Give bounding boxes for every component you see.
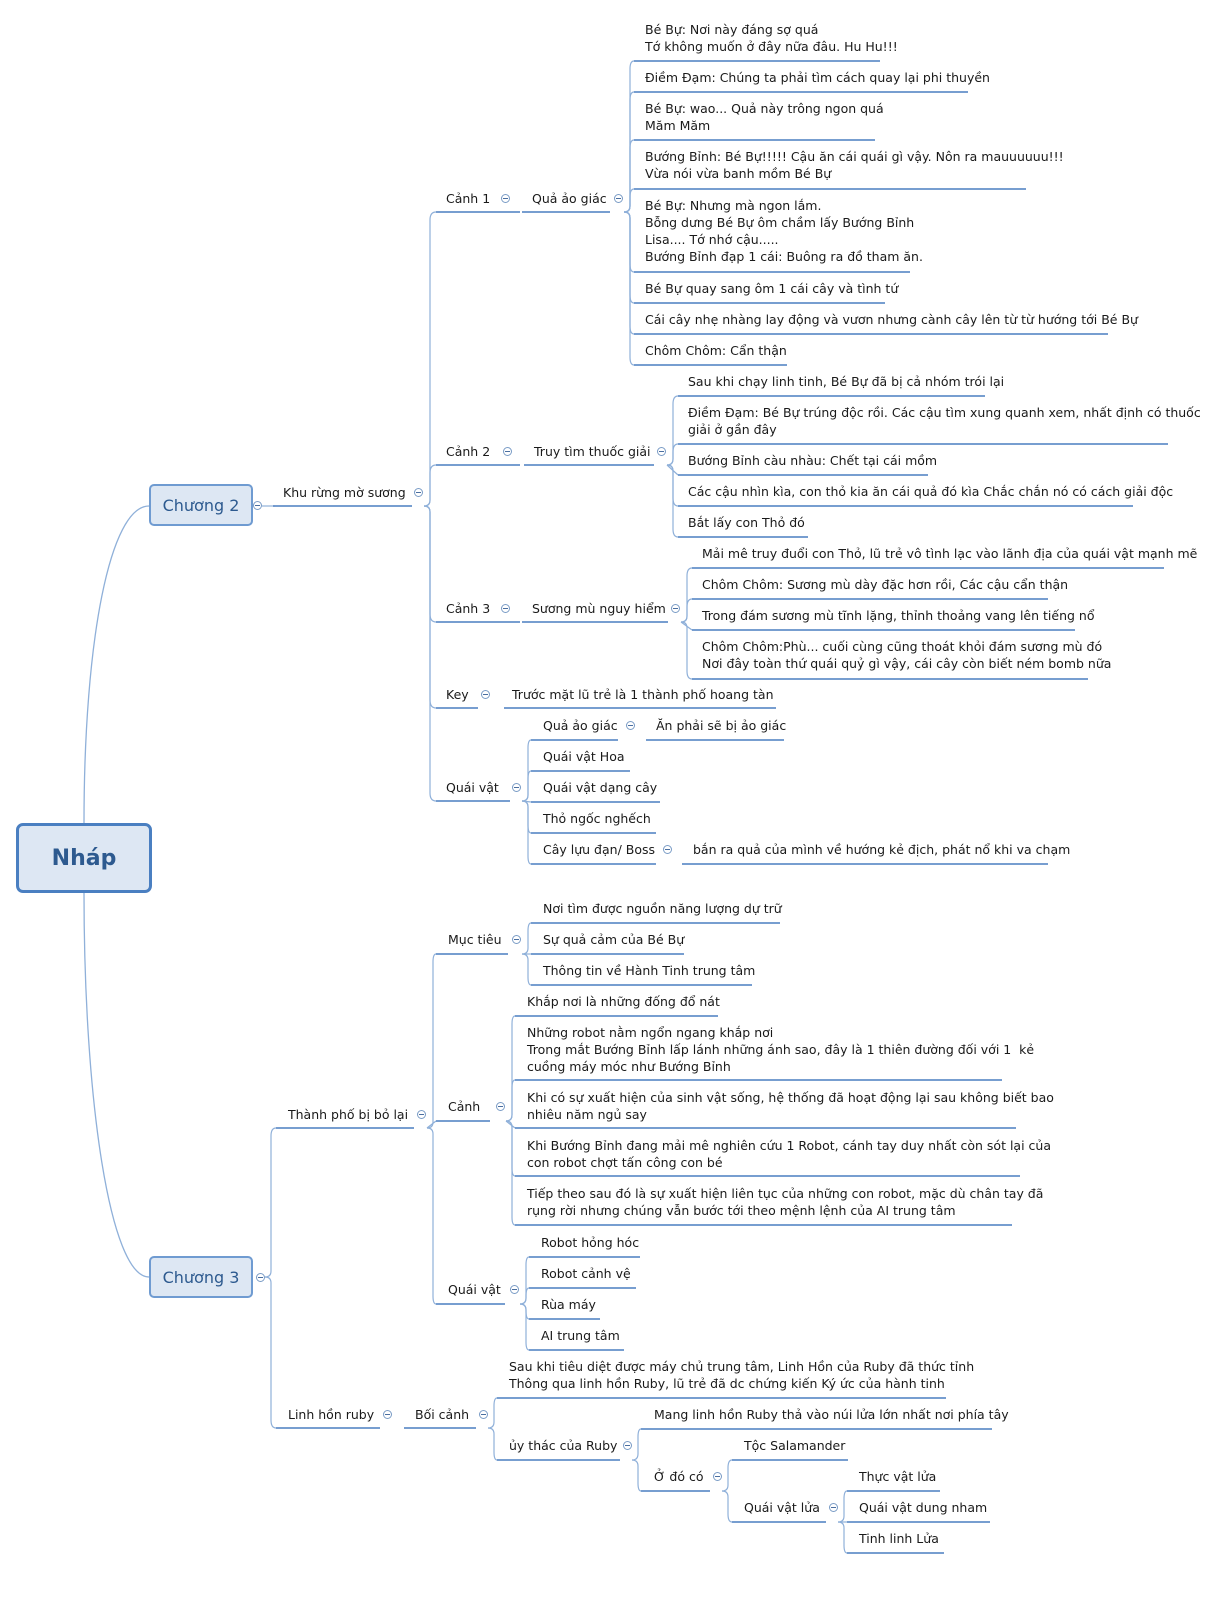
collapse-icon[interactable] xyxy=(512,783,521,792)
monster-item[interactable]: Cây lựu đạn/ Boss xyxy=(543,842,655,857)
collapse-icon[interactable] xyxy=(829,1503,838,1512)
monster-item[interactable]: Thỏ ngốc nghếch xyxy=(543,811,651,826)
scene-2-item[interactable]: Điềm Đạm: Bé Bự trúng độc rồi. Các cậu t… xyxy=(688,405,1201,437)
scene-2-item[interactable]: Bướng Bỉnh càu nhàu: Chết tại cái mồm xyxy=(688,453,938,468)
scene-2-item[interactable]: Các cậu nhìn kìa, con thỏ kia ăn cái quả… xyxy=(688,484,1174,499)
collapse-icon[interactable] xyxy=(713,1472,722,1481)
key-label[interactable]: Key xyxy=(446,687,469,702)
collapse-icon[interactable] xyxy=(657,447,666,456)
monsters-label[interactable]: Quái vật xyxy=(446,780,499,795)
scene-1-label[interactable]: Cảnh 1 xyxy=(446,191,491,206)
collapse-icon[interactable] xyxy=(414,488,423,497)
goal-item[interactable]: Nơi tìm được nguồn năng lượng dự trữ xyxy=(543,901,782,916)
ruby-fire[interactable]: Quái vật lửa xyxy=(744,1500,820,1515)
fire-item[interactable]: Quái vật dung nham xyxy=(859,1500,988,1515)
collapse-icon[interactable] xyxy=(501,604,510,613)
collapse-icon[interactable] xyxy=(614,194,623,203)
goal-item[interactable]: Thông tin về Hành Tinh trung tâm xyxy=(543,963,756,978)
ruby-carry[interactable]: Mang linh hồn Ruby thả vào núi lửa lớn n… xyxy=(654,1407,1009,1422)
monster-item[interactable]: Quái vật dạng cây xyxy=(543,780,658,795)
collapse-icon[interactable] xyxy=(663,845,672,854)
scene-2-label[interactable]: Cảnh 2 xyxy=(446,444,491,459)
scene-2-item[interactable]: Sau khi chạy linh tinh, Bé Bự đã bị cả n… xyxy=(688,374,1005,389)
topic-thanh-pho[interactable]: Thành phố bị bỏ lại xyxy=(288,1107,409,1122)
scene-3-label[interactable]: Cảnh 3 xyxy=(446,601,491,616)
city-scene-item[interactable]: Những robot nằm ngổn ngang khắp nơi Tron… xyxy=(527,1025,1035,1074)
scene-3-item[interactable]: Mải mê truy đuổi con Thỏ, lũ trẻ vô tình… xyxy=(702,546,1198,561)
goal-label[interactable]: Mục tiêu xyxy=(448,932,502,947)
scene-1-item[interactable]: Bé Bự: wao... Quả này trông ngon quá Măm… xyxy=(645,101,884,133)
goal-item[interactable]: Sự quả cảm của Bé Bự xyxy=(543,932,685,947)
ruby-context-label[interactable]: Bối cảnh xyxy=(415,1407,470,1422)
root-node[interactable]: Nháp xyxy=(16,823,152,893)
monster-item[interactable]: Quả ảo giác xyxy=(543,718,618,733)
scene-1-item[interactable]: Cái cây nhẹ nhàng lay động và vươn nhưng… xyxy=(645,312,1138,327)
ruby-trust[interactable]: ủy thác của Ruby xyxy=(509,1438,618,1453)
collapse-icon[interactable] xyxy=(623,1441,632,1450)
collapse-icon[interactable] xyxy=(383,1410,392,1419)
scene-label[interactable]: Cảnh xyxy=(448,1099,481,1114)
fire-item[interactable]: Tinh linh Lửa xyxy=(859,1531,939,1546)
collapse-icon[interactable] xyxy=(481,690,490,699)
collapse-icon[interactable] xyxy=(253,501,262,510)
city-scene-item[interactable]: Khi có sự xuất hiện của sinh vật sống, h… xyxy=(527,1090,1054,1122)
city-monster-item[interactable]: AI trung tâm xyxy=(541,1328,620,1343)
collapse-icon[interactable] xyxy=(417,1110,426,1119)
scene-2-item[interactable]: Bắt lấy con Thỏ đó xyxy=(688,515,805,530)
city-monster-item[interactable]: Robot cảnh vệ xyxy=(541,1266,631,1281)
scene-1-item[interactable]: Điềm Đạm: Chúng ta phải tìm cách quay lạ… xyxy=(645,70,990,85)
monster-note[interactable]: Ăn phải sẽ bị ảo giác xyxy=(656,718,787,733)
collapse-icon[interactable] xyxy=(503,447,512,456)
scene-1-item[interactable]: Bé Bự: Nơi này đáng sợ quá Tớ không muốn… xyxy=(645,22,898,54)
city-scene-item[interactable]: Khắp nơi là những đống đổ nát xyxy=(527,994,720,1009)
scene-1-item[interactable]: Bé Bự quay sang ôm 1 cái cây và tình tứ xyxy=(645,281,899,296)
scene-3-topic[interactable]: Sương mù nguy hiểm xyxy=(532,601,666,616)
topic-khu-rung[interactable]: Khu rừng mờ sương xyxy=(283,485,406,500)
collapse-icon[interactable] xyxy=(626,721,635,730)
scene-1-item[interactable]: Bé Bự: Nhưng mà ngon lắm. Bỗng dưng Bé B… xyxy=(645,198,923,264)
collapse-icon[interactable] xyxy=(496,1102,505,1111)
collapse-icon[interactable] xyxy=(256,1273,265,1282)
scene-1-item[interactable]: Chôm Chôm: Cẩn thận xyxy=(645,343,787,358)
scene-1-topic[interactable]: Quả ảo giác xyxy=(532,191,607,206)
collapse-icon[interactable] xyxy=(479,1410,488,1419)
collapse-icon[interactable] xyxy=(671,604,680,613)
ruby-tribe[interactable]: Tộc Salamander xyxy=(744,1438,846,1453)
city-monster-item[interactable]: Rùa máy xyxy=(541,1297,596,1312)
chapter-2-node[interactable]: Chương 2 xyxy=(149,484,253,526)
city-monster-item[interactable]: Robot hỏng hóc xyxy=(541,1235,640,1250)
collapse-icon[interactable] xyxy=(510,1285,519,1294)
monster-item[interactable]: Quái vật Hoa xyxy=(543,749,625,764)
ruby-there[interactable]: Ở đó có xyxy=(654,1469,704,1484)
city-scene-item[interactable]: Tiếp theo sau đó là sự xuất hiện liên tụ… xyxy=(527,1186,1044,1218)
scene-1-item[interactable]: Bướng Bỉnh: Bé Bự!!!!! Cậu ăn cái quái g… xyxy=(645,149,1064,181)
key-text[interactable]: Trước mặt lũ trẻ là 1 thành phố hoang tà… xyxy=(512,687,774,702)
scene-3-item[interactable]: Chôm Chôm:Phù... cuối cùng cũng thoát kh… xyxy=(702,639,1112,671)
city-scene-item[interactable]: Khi Bướng Bỉnh đang mải mê nghiên cứu 1 … xyxy=(527,1138,1051,1170)
chapter-3-node[interactable]: Chương 3 xyxy=(149,1256,253,1298)
scene-2-topic[interactable]: Truy tìm thuốc giải xyxy=(534,444,651,459)
scene-3-item[interactable]: Chôm Chôm: Sương mù dày đặc hơn rồi, Các… xyxy=(702,577,1069,592)
ruby-intro[interactable]: Sau khi tiêu diệt được máy chủ trung tâm… xyxy=(509,1359,975,1391)
collapse-icon[interactable] xyxy=(501,194,510,203)
topic-linh-hon-ruby[interactable]: Linh hồn ruby xyxy=(288,1407,375,1422)
collapse-icon[interactable] xyxy=(512,935,521,944)
scene-3-item[interactable]: Trong đám sương mù tĩnh lặng, thỉnh thoả… xyxy=(702,608,1095,623)
monster-note[interactable]: bắn ra quả của mình về hướng kẻ địch, ph… xyxy=(693,842,1071,857)
city-monsters-label[interactable]: Quái vật xyxy=(448,1282,501,1297)
fire-item[interactable]: Thực vật lửa xyxy=(859,1469,937,1484)
